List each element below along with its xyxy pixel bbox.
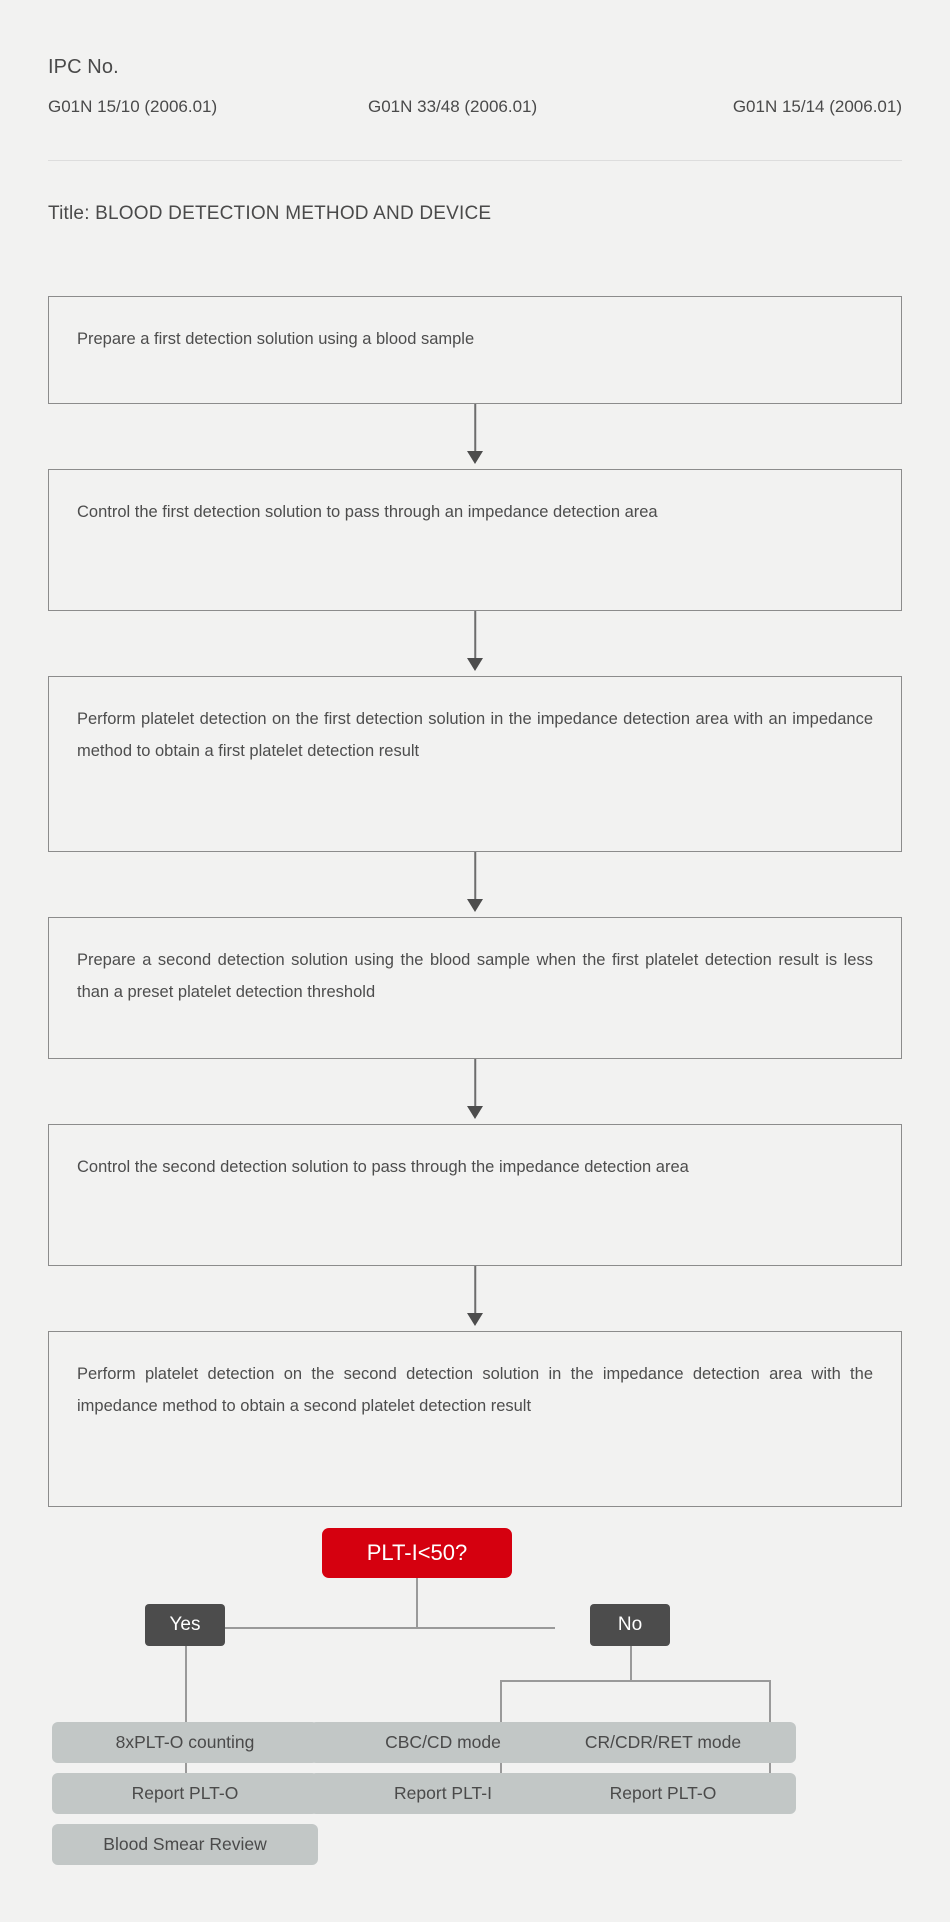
- tree-connector-yes-no-bar: [185, 1627, 555, 1629]
- ipc-label: IPC No.: [48, 56, 119, 78]
- flow-arrow-1: [48, 404, 902, 469]
- flow-arrow-5: [48, 1266, 902, 1331]
- tree-connector-cbc-down: [500, 1680, 502, 1722]
- branch-node-no[interactable]: No: [590, 1604, 670, 1646]
- result-node-cr-cdr-ret-mode[interactable]: CR/CDR/RET mode: [530, 1722, 796, 1763]
- flow-arrow-3: [48, 852, 902, 917]
- decision-tree: PLT-I<50? Yes No 8xPLT-O counting Report…: [0, 1510, 950, 1910]
- header-divider: [48, 160, 902, 161]
- ipc-code-2: G01N 33/48 (2006.01): [368, 97, 538, 116]
- arrow-head-icon: [467, 899, 483, 912]
- flow-step-4: Prepare a second detection solution usin…: [48, 917, 902, 1059]
- flow-step-2-text: Control the first detection solution to …: [77, 503, 658, 521]
- tree-connector-no-down: [630, 1641, 632, 1681]
- flow-step-1-text: Prepare a first detection solution using…: [77, 330, 475, 348]
- ipc-code-row: G01N 15/10 (2006.01) G01N 33/48 (2006.01…: [48, 97, 902, 117]
- flow-step-2: Control the first detection solution to …: [48, 469, 902, 611]
- page-title: Title: BLOOD DETECTION METHOD AND DEVICE: [48, 203, 492, 224]
- process-flowchart: Prepare a first detection solution using…: [48, 296, 902, 1507]
- result-node-report-plt-o-yes[interactable]: Report PLT-O: [52, 1773, 318, 1814]
- flow-arrow-4: [48, 1059, 902, 1124]
- decision-node-plt[interactable]: PLT-I<50?: [322, 1528, 512, 1578]
- tree-connector-yes-down: [185, 1641, 187, 1796]
- arrow-head-icon: [467, 451, 483, 464]
- flow-step-5-text: Control the second detection solution to…: [77, 1158, 689, 1176]
- flow-step-6: Perform platelet detection on the second…: [48, 1331, 902, 1507]
- result-node-blood-smear-review[interactable]: Blood Smear Review: [52, 1824, 318, 1865]
- arrow-head-icon: [467, 1313, 483, 1326]
- arrow-stem: [474, 1266, 476, 1315]
- arrow-head-icon: [467, 658, 483, 671]
- tree-connector-decision-down: [416, 1578, 418, 1628]
- branch-node-yes[interactable]: Yes: [145, 1604, 225, 1646]
- flow-step-6-text: Perform platelet detection on the second…: [77, 1365, 873, 1415]
- arrow-stem: [474, 611, 476, 660]
- ipc-header: IPC No. G01N 15/10 (2006.01) G01N 33/48 …: [48, 56, 902, 117]
- result-node-8x-plt-o-counting[interactable]: 8xPLT-O counting: [52, 1722, 318, 1763]
- flow-step-5: Control the second detection solution to…: [48, 1124, 902, 1266]
- arrow-head-icon: [467, 1106, 483, 1119]
- tree-connector-cr-down: [769, 1680, 771, 1722]
- flow-arrow-2: [48, 611, 902, 676]
- arrow-stem: [474, 1059, 476, 1108]
- flow-step-1: Prepare a first detection solution using…: [48, 296, 902, 404]
- ipc-code-3: G01N 15/14 (2006.01): [732, 97, 902, 116]
- result-node-report-plt-o-no[interactable]: Report PLT-O: [530, 1773, 796, 1814]
- flow-step-3: Perform platelet detection on the first …: [48, 676, 902, 852]
- arrow-stem: [474, 404, 476, 453]
- ipc-code-1: G01N 15/10 (2006.01): [48, 97, 218, 116]
- flow-step-3-text: Perform platelet detection on the first …: [77, 710, 873, 760]
- flow-step-4-text: Prepare a second detection solution usin…: [77, 951, 873, 1001]
- tree-connector-no-split-bar: [500, 1680, 770, 1682]
- arrow-stem: [474, 852, 476, 901]
